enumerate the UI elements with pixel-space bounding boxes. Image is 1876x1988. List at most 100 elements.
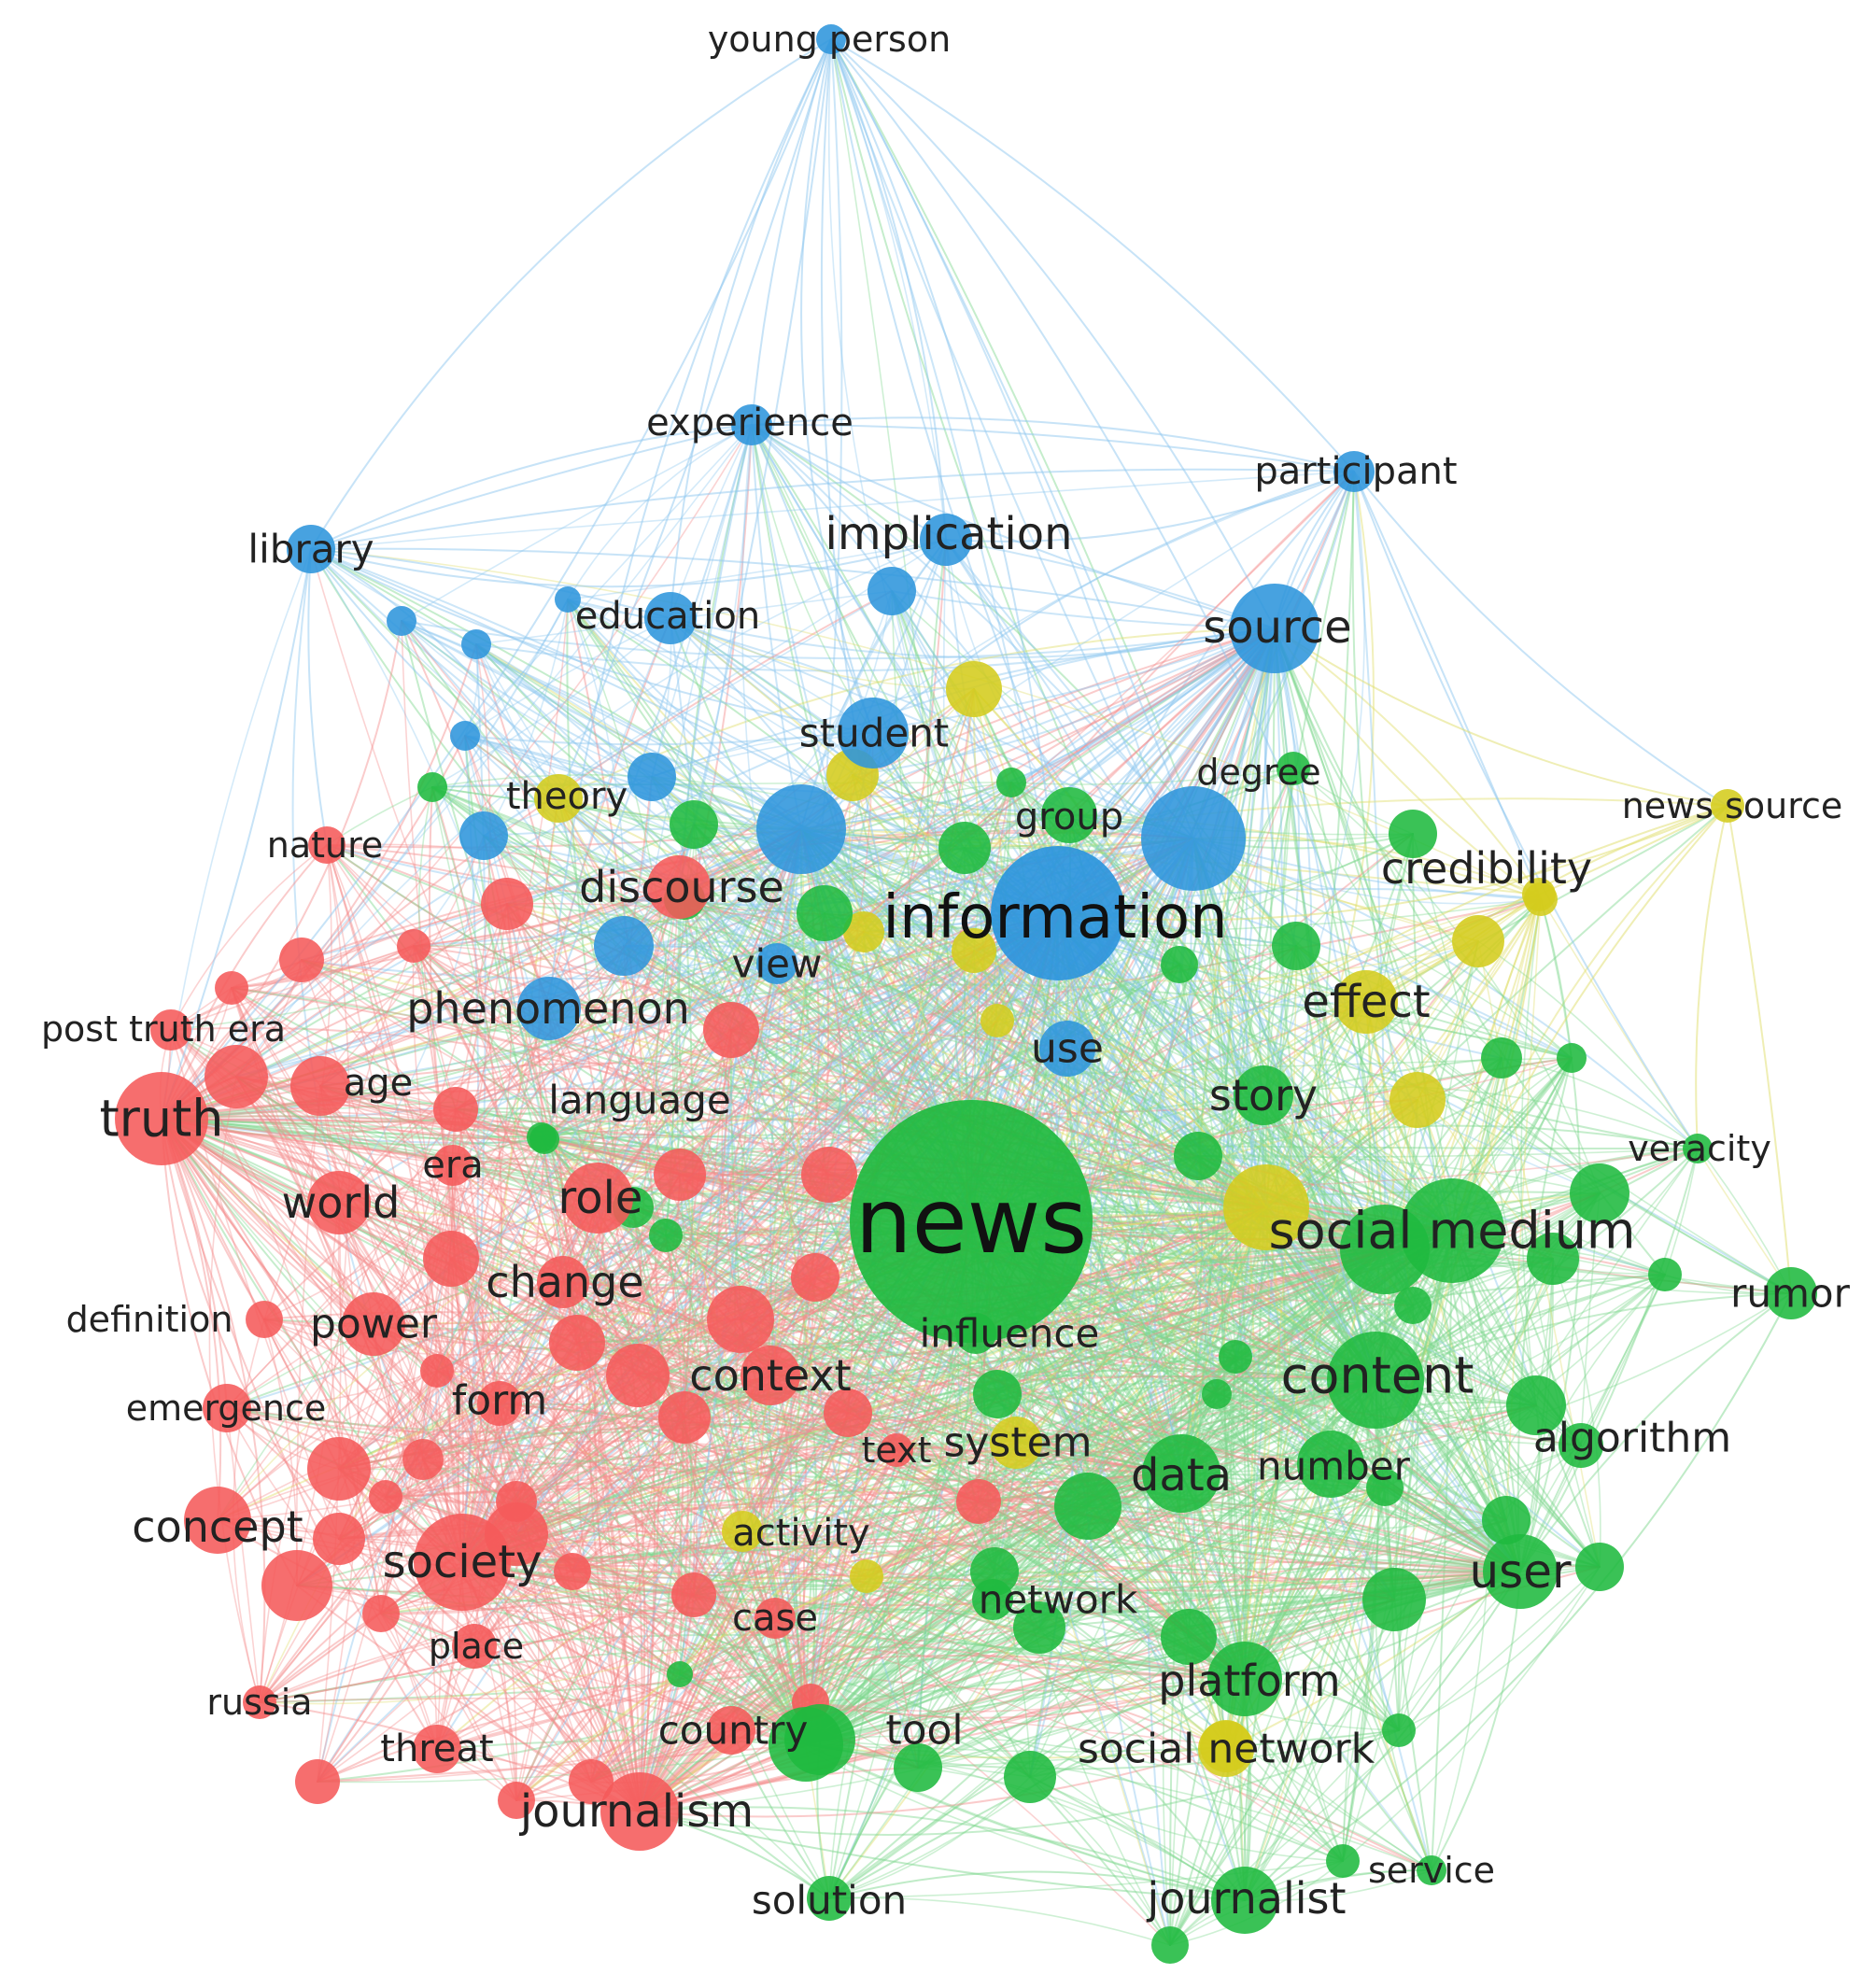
node-unlabeled[interactable] [850, 1559, 883, 1593]
node-era[interactable] [432, 1145, 473, 1186]
node-unlabeled[interactable] [801, 1147, 857, 1203]
node-unlabeled[interactable] [1219, 1340, 1252, 1374]
node-unlabeled[interactable] [996, 768, 1026, 797]
node-unlabeled[interactable] [1004, 1751, 1056, 1803]
node-unlabeled[interactable] [279, 938, 324, 982]
node-unlabeled[interactable] [450, 721, 480, 751]
node-unlabeled[interactable] [1524, 882, 1558, 916]
node-unlabeled[interactable] [1326, 1844, 1360, 1878]
node-world[interactable] [307, 1171, 371, 1234]
node-unlabeled[interactable] [797, 885, 853, 941]
node-user[interactable] [1483, 1534, 1558, 1609]
node-unlabeled[interactable] [397, 929, 430, 963]
node-unlabeled[interactable] [261, 1550, 332, 1621]
node-unlabeled[interactable] [387, 606, 416, 636]
node-unlabeled[interactable] [1570, 1163, 1629, 1223]
node-unlabeled[interactable] [1202, 1379, 1232, 1409]
node-unlabeled[interactable] [654, 1149, 706, 1201]
node-unlabeled[interactable] [498, 1782, 535, 1819]
node-algorithm[interactable] [1506, 1375, 1566, 1435]
node-unlabeled[interactable] [1575, 1543, 1624, 1591]
node-post-truth-era[interactable] [150, 1009, 191, 1050]
node-unlabeled[interactable] [756, 784, 846, 874]
node-unlabeled[interactable] [461, 629, 491, 659]
node-unlabeled[interactable] [529, 1124, 559, 1154]
node-unlabeled[interactable] [1223, 1164, 1309, 1250]
node-case[interactable] [755, 1598, 796, 1639]
node-unlabeled[interactable] [980, 1004, 1014, 1037]
node-unlabeled[interactable] [549, 1315, 605, 1371]
node-unlabeled[interactable] [1272, 922, 1320, 970]
node-solution[interactable] [807, 1876, 852, 1921]
node-effect[interactable] [1334, 970, 1398, 1034]
node-definition[interactable] [246, 1301, 283, 1338]
node-form[interactable] [477, 1381, 522, 1426]
node-source[interactable] [1230, 584, 1319, 673]
node-unlabeled[interactable] [1382, 1713, 1416, 1747]
node-unlabeled[interactable] [894, 1743, 942, 1792]
node-unlabeled[interactable] [703, 1002, 759, 1058]
node-unlabeled[interactable] [417, 772, 447, 802]
node-unlabeled[interactable] [423, 1231, 479, 1287]
node-unlabeled[interactable] [313, 1513, 365, 1565]
node-unlabeled[interactable] [606, 1344, 670, 1407]
node-unlabeled[interactable] [671, 1572, 716, 1617]
node-power[interactable] [342, 1292, 405, 1356]
node-threat[interactable] [413, 1725, 461, 1773]
node-unlabeled[interactable] [420, 1354, 454, 1388]
node-unlabeled[interactable] [1366, 1469, 1403, 1506]
node-nature[interactable] [308, 826, 346, 864]
node-news-source[interactable] [1711, 789, 1744, 823]
node-unlabeled[interactable] [1527, 1233, 1579, 1285]
node-veracity[interactable] [1683, 1134, 1713, 1163]
node-unlabeled[interactable] [554, 1553, 591, 1590]
node-unlabeled[interactable] [1482, 1496, 1530, 1544]
node-unlabeled[interactable] [667, 1661, 693, 1687]
node-unlabeled[interactable] [1389, 810, 1437, 858]
node-degree[interactable] [1277, 752, 1310, 785]
node-data[interactable] [1142, 1434, 1220, 1513]
node-concept[interactable] [184, 1487, 251, 1554]
node-journalism[interactable] [600, 1772, 679, 1851]
node-social-network[interactable] [1198, 1721, 1254, 1777]
node-unlabeled[interactable] [769, 1707, 843, 1782]
node-story[interactable] [1234, 1065, 1293, 1125]
node-place[interactable] [452, 1624, 497, 1669]
node-experience[interactable] [731, 404, 772, 445]
node-change[interactable] [537, 1256, 589, 1308]
node-education[interactable] [644, 592, 697, 644]
node-use[interactable] [1039, 1021, 1095, 1077]
node-unlabeled[interactable] [1161, 946, 1198, 983]
node-unlabeled[interactable] [1648, 1258, 1682, 1291]
node-library[interactable] [287, 525, 335, 573]
node-rumor[interactable] [1765, 1267, 1817, 1319]
node-unlabeled[interactable] [594, 916, 654, 976]
node-phenomenon[interactable] [517, 977, 581, 1040]
node-unlabeled[interactable] [215, 971, 248, 1005]
node-journalist[interactable] [1211, 1867, 1278, 1934]
node-unlabeled[interactable] [433, 1087, 478, 1132]
node-unlabeled[interactable] [658, 1391, 711, 1444]
node-unlabeled[interactable] [938, 822, 991, 874]
node-view[interactable] [756, 943, 797, 984]
node-theory[interactable] [534, 774, 583, 823]
node-unlabeled[interactable] [555, 586, 581, 613]
node-context[interactable] [741, 1346, 800, 1405]
node-unlabeled[interactable] [362, 1595, 400, 1632]
node-implication[interactable] [920, 514, 972, 566]
node-unlabeled[interactable] [1054, 1473, 1121, 1540]
node-unlabeled[interactable] [843, 911, 884, 952]
node-participant[interactable] [1333, 451, 1375, 492]
node-unlabeled[interactable] [1161, 1609, 1217, 1665]
node-unlabeled[interactable] [1141, 786, 1246, 891]
node-news[interactable] [850, 1100, 1093, 1343]
node-unlabeled[interactable] [459, 811, 508, 860]
node-country[interactable] [707, 1706, 755, 1755]
node-social-medium[interactable] [1400, 1178, 1504, 1283]
node-unlabeled[interactable] [670, 800, 718, 849]
node-unlabeled[interactable] [1481, 1037, 1522, 1079]
node-truth[interactable] [115, 1072, 208, 1165]
node-information[interactable] [991, 846, 1125, 980]
node-young-person[interactable] [816, 24, 846, 54]
node-unlabeled[interactable] [707, 1286, 774, 1353]
